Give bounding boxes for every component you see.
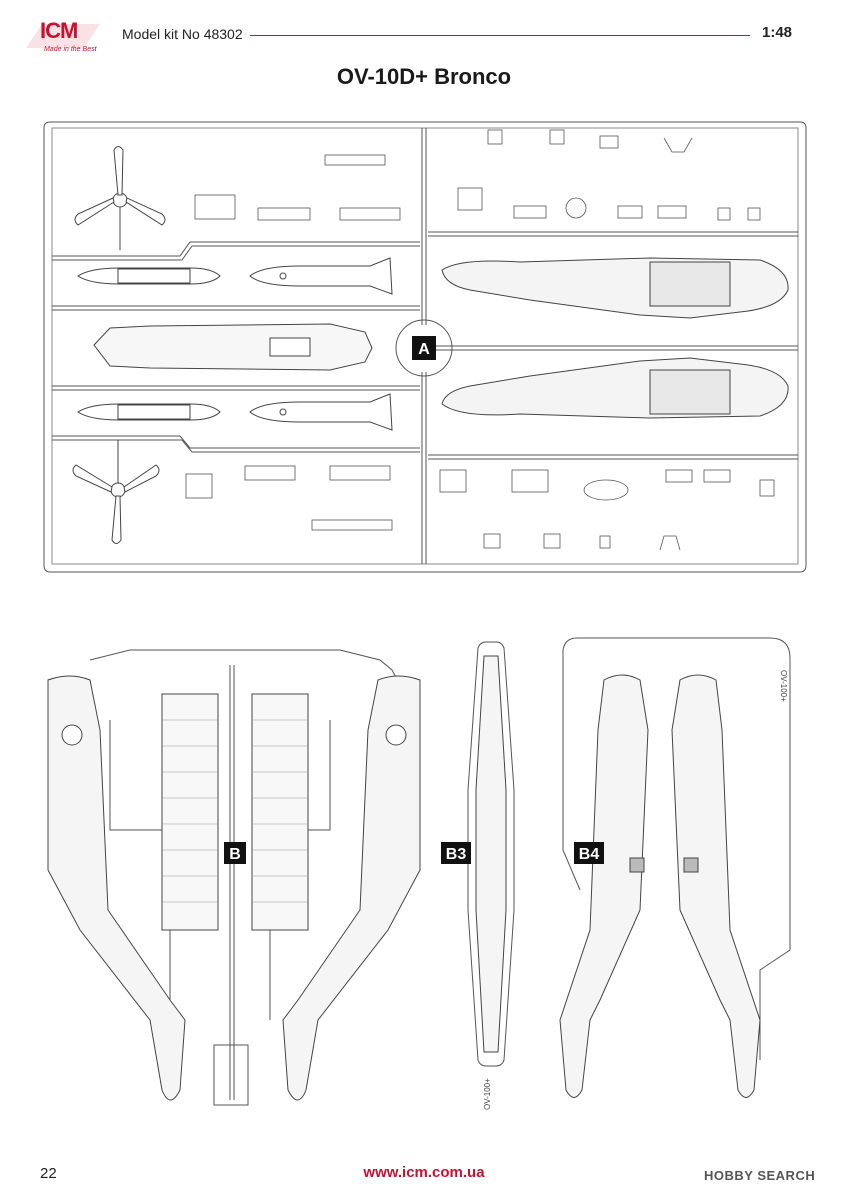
sprue-b3-label: B3 bbox=[446, 846, 467, 863]
brand-tagline: Made in the Best bbox=[44, 46, 97, 53]
brand-logo-text: ICM bbox=[40, 18, 78, 43]
page-number: 22 bbox=[40, 1165, 57, 1182]
scale-label: 1:48 bbox=[762, 24, 793, 41]
sprue-b-label: B bbox=[229, 846, 241, 863]
watermark: HOBBY SEARCH bbox=[704, 1168, 816, 1183]
sprue-a-label: A bbox=[418, 341, 430, 358]
header-divider bbox=[250, 35, 750, 36]
sprue-b-drawing: B B3 B4 OV-100+ OV-100+ bbox=[47, 637, 791, 1110]
icm-logo bbox=[26, 24, 100, 48]
page-title: OV-10D+ Bronco bbox=[336, 64, 512, 89]
sprue-b4-tag: OV-100+ bbox=[779, 670, 788, 702]
sprue-b4-label: B4 bbox=[579, 846, 600, 863]
sprue-a-drawing: A bbox=[43, 121, 807, 573]
sprue-b3-tag: OV-100+ bbox=[483, 1078, 492, 1110]
website-link[interactable]: www.icm.com.ua bbox=[363, 1164, 485, 1181]
kit-number: Model kit No 48302 bbox=[122, 26, 243, 42]
